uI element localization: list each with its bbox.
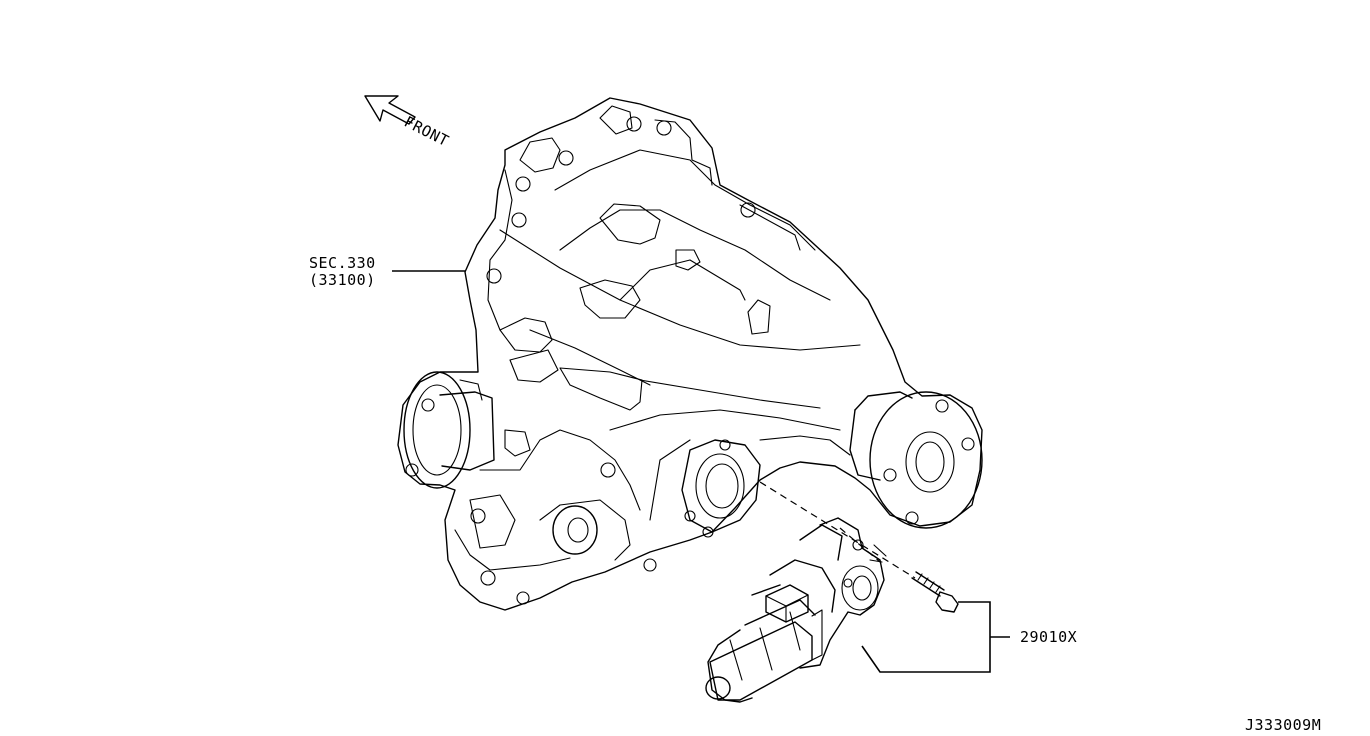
front-output-flange: [403, 371, 495, 489]
mounting-axis-line: [759, 481, 916, 579]
transfer-case-housing: [397, 97, 983, 611]
mounting-bolt: [911, 571, 959, 613]
transfer-actuator-motor: [705, 517, 887, 703]
actuator-mount-seat: [681, 439, 761, 538]
front-arrow-icon: [364, 95, 416, 125]
part-29010x-label: 29010X: [1020, 628, 1077, 646]
sec-330-label: SEC.330: [309, 254, 376, 272]
mounting-axis-line-2: [839, 527, 881, 563]
front-label: FRONT: [401, 113, 452, 151]
diagram-code: J333009M: [1245, 716, 1321, 734]
rear-output-flange: [849, 391, 983, 529]
sec-330-subref: (33100): [309, 271, 376, 289]
part-29010x-bracket: [861, 601, 1010, 673]
